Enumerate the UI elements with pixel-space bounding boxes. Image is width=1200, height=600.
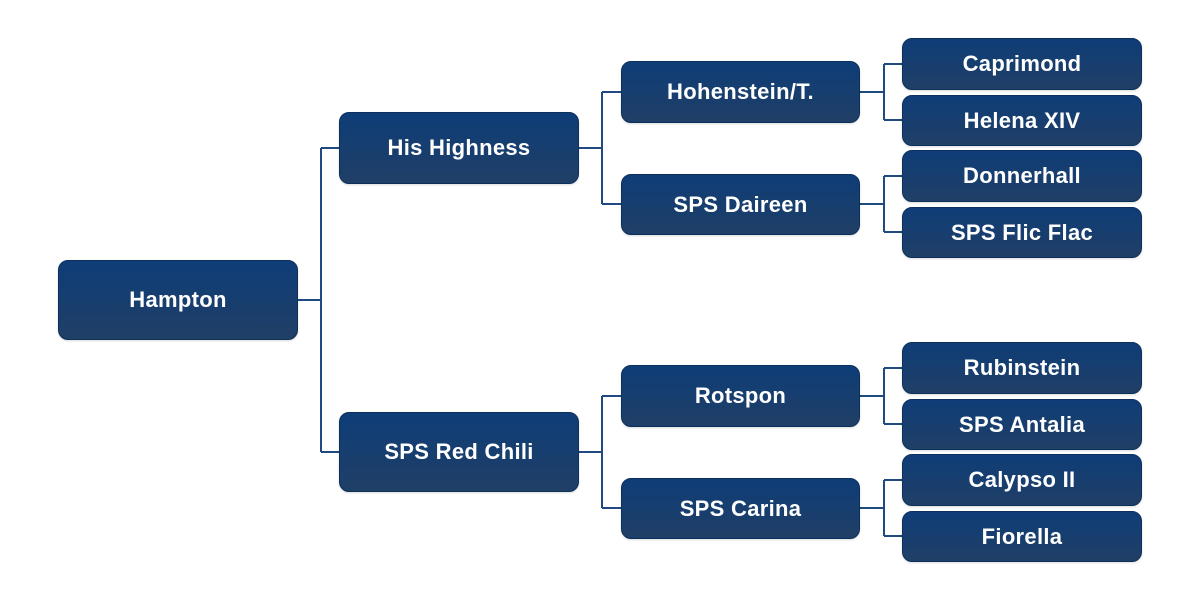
- node-sps-red-chili: SPS Red Chili: [339, 412, 579, 492]
- node-rotspon: Rotspon: [621, 365, 860, 427]
- node-helena-xiv: Helena XIV: [902, 95, 1142, 146]
- connector-sps-daireen: [860, 175, 903, 233]
- node-calypso-ii: Calypso II: [902, 454, 1142, 506]
- connector-sps-red-chili: [579, 395, 621, 509]
- node-sps-flic-flac: SPS Flic Flac: [902, 207, 1142, 258]
- node-sps-antalia: SPS Antalia: [902, 399, 1142, 450]
- node-caprimond: Caprimond: [902, 38, 1142, 90]
- connector-hampton: [298, 147, 340, 453]
- connector-his-highness: [579, 91, 621, 205]
- node-hampton: Hampton: [58, 260, 298, 340]
- node-donnerhall: Donnerhall: [902, 150, 1142, 202]
- connector-rotspon: [860, 367, 903, 425]
- node-sps-daireen: SPS Daireen: [621, 174, 860, 235]
- connector-sps-carina: [860, 479, 903, 537]
- node-his-highness: His Highness: [339, 112, 579, 184]
- node-rubinstein: Rubinstein: [902, 342, 1142, 394]
- connector-hohenstein: [860, 63, 903, 121]
- node-fiorella: Fiorella: [902, 511, 1142, 562]
- node-hohenstein: Hohenstein/T.: [621, 61, 860, 123]
- node-sps-carina: SPS Carina: [621, 478, 860, 539]
